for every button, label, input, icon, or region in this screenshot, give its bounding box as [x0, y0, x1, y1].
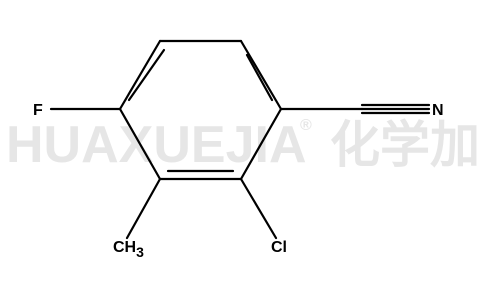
atom-fluorine-label: F	[33, 102, 43, 119]
bond-c6-c1-inner	[127, 48, 166, 102]
bond-c4-chlorine	[239, 177, 278, 240]
atom-methyl-label: CH3	[113, 239, 144, 260]
benzene-ring	[118, 39, 283, 181]
methyl-ch-text: CH	[113, 239, 136, 256]
bond-c2-c3-inner	[245, 53, 274, 102]
atom-chlorine-label: Cl	[271, 239, 287, 256]
methyl-subscript-3: 3	[136, 244, 144, 260]
watermark-chinese: 化学加	[330, 117, 480, 173]
watermark: HUAXUEJIA ® 化学加	[6, 116, 480, 174]
bond-c5-methyl	[125, 177, 162, 240]
bond-c2-c3	[239, 39, 283, 111]
atom-nitrogen-label: N	[432, 102, 444, 119]
bond-c3-c4	[239, 107, 283, 181]
substituent-bonds	[49, 103, 431, 240]
watermark-registered-mark: ®	[300, 117, 312, 134]
atom-labels: F N Cl CH3	[33, 102, 444, 260]
bond-c6-c1	[118, 39, 162, 111]
watermark-latin: HUAXUEJIA	[6, 116, 307, 174]
bond-c5-c6	[118, 107, 162, 181]
